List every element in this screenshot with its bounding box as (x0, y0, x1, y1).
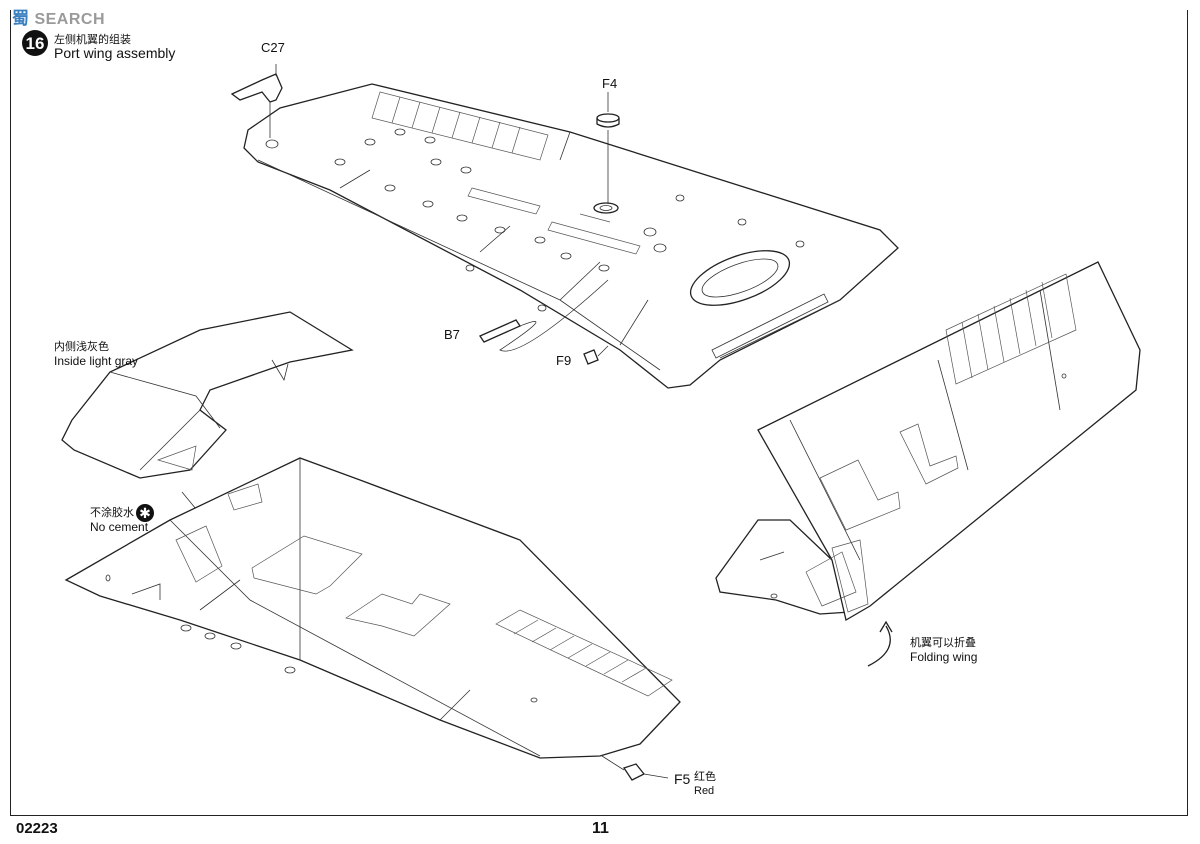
no-cement-icon: ✱ (136, 504, 154, 522)
red-color-note: 红色 Red (694, 770, 716, 798)
part-b7 (479, 279, 609, 352)
folding-wing-note: 机翼可以折叠 Folding wing (910, 636, 977, 664)
label-f9: F9 (556, 353, 572, 368)
label-b7: B7 (444, 327, 460, 342)
part-f4 (596, 92, 620, 204)
inside-color-cn: 内侧浅灰色 (54, 341, 109, 353)
step-number-badge: 16 (22, 30, 48, 56)
inside-color-en: Inside light gray (54, 354, 139, 368)
step-title-en: Port wing assembly (54, 45, 176, 61)
watermark: 蜀 SEARCH (12, 4, 105, 29)
part-f9 (583, 345, 609, 365)
no-cement-note: 不涂胶水 No cement (90, 506, 148, 534)
kit-code: 02223 (16, 820, 58, 837)
watermark-hanzi: 蜀 (12, 9, 30, 28)
no-cement-en: No cement (90, 520, 149, 534)
page-frame (10, 10, 1188, 816)
step-title-cn: 左侧机翼的组装 (54, 34, 131, 46)
folding-wing-cn: 机翼可以折叠 (910, 637, 976, 649)
top-wing (243, 83, 899, 389)
bottom-wing (64, 457, 681, 759)
inside-color-note: 内侧浅灰色 Inside light gray (54, 340, 138, 368)
page-number: 11 (592, 820, 609, 837)
label-c27: C27 (261, 40, 285, 55)
label-f5: F5 (674, 771, 691, 787)
curved-arrow-icon (867, 620, 893, 667)
red-color-en: Red (694, 785, 715, 797)
folding-wing-en: Folding wing (910, 650, 978, 664)
red-color-cn: 红色 (694, 771, 716, 783)
inside-panel (61, 311, 354, 561)
label-f4: F4 (602, 76, 618, 91)
no-cement-cn: 不涂胶水 (90, 507, 134, 519)
part-c27 (230, 64, 283, 138)
folded-wing (715, 261, 1141, 622)
part-f5 (601, 755, 669, 781)
watermark-suffix: SEARCH (34, 11, 106, 28)
